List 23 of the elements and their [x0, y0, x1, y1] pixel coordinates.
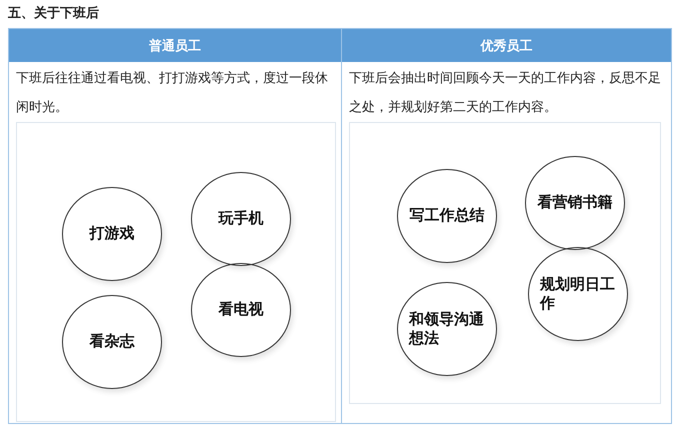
activity-circle: [191, 263, 291, 357]
circle-label: 规划明日工作: [540, 274, 616, 314]
table-column: [9, 29, 341, 423]
circle-label: 看电视: [218, 300, 264, 320]
circle-label: 打游戏: [90, 224, 134, 244]
circle-label: 写工作总结: [410, 206, 484, 226]
activity-circle: [62, 187, 162, 281]
description-text: 下班后往往通过看电视、打打游戏等方式，度过一段休闲时光。: [15, 70, 329, 117]
column-header: 优秀员工: [342, 29, 671, 62]
activity-circle: [525, 156, 625, 250]
column-header: 普通员工: [9, 29, 341, 62]
activity-circle: [191, 172, 291, 266]
activity-circle: [397, 282, 497, 376]
section-title: 五、关于下班后: [8, 4, 99, 22]
circle-label: 和领导沟通想法: [409, 310, 485, 348]
table-column: [341, 29, 671, 423]
activity-circle: [397, 169, 497, 263]
circle-label: 看杂志: [90, 332, 134, 352]
activity-circle: [528, 247, 628, 341]
description-text: 下班后会抽出时间回顾今天一天的工作内容，反思不足之处，并规划好第二天的工作内容。: [348, 70, 662, 117]
circle-label: 玩手机: [218, 209, 264, 229]
activity-circle: [62, 295, 162, 389]
circle-label: 看营销书籍: [538, 193, 612, 213]
